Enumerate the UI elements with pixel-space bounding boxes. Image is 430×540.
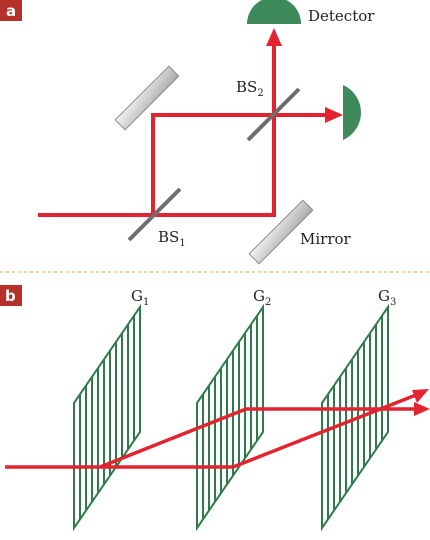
detector-label: Detector [308,7,375,25]
grating-3 [321,303,389,532]
arrowhead-b-upper [414,402,430,416]
grating-3-bars [327,316,383,519]
grating-2 [196,303,264,532]
panel-b-tag: b [5,287,16,305]
beam-splitter-2 [246,87,301,142]
laser-beam-path [38,45,330,217]
detector-top-icon [247,0,301,24]
mirror-label: Mirror [300,230,352,248]
bs2-label: BS2 [236,78,264,99]
mirror-bottom-right [248,199,314,265]
panel-a-tag: a [6,2,16,20]
beam-splitter-1 [127,187,182,242]
beam-b-lower [100,393,417,469]
grating-1 [73,303,141,532]
grating-2-label: G2 [253,287,271,308]
grating-1-bars [79,316,135,519]
beam-b-upper [5,407,416,469]
panel-a-tag-bg [0,0,22,21]
arrowhead-b-lower [412,389,429,403]
grating-2-bars [202,316,258,519]
grating-3-label: G3 [378,287,396,308]
arrowhead-up [266,28,282,46]
bs1-label: BS1 [158,228,186,249]
grating-1-label: G1 [131,287,149,308]
arrowhead-right [325,107,343,123]
panel-b-tag-bg [0,285,22,306]
panel-b: b [0,285,430,532]
mirror-top-left [114,65,180,131]
beam-paths-b [5,393,417,469]
detector-right-icon [343,85,362,140]
beam-input-to-mirror [38,113,276,217]
panel-a: a Detector BS2 BS1 Mirror [0,0,375,265]
